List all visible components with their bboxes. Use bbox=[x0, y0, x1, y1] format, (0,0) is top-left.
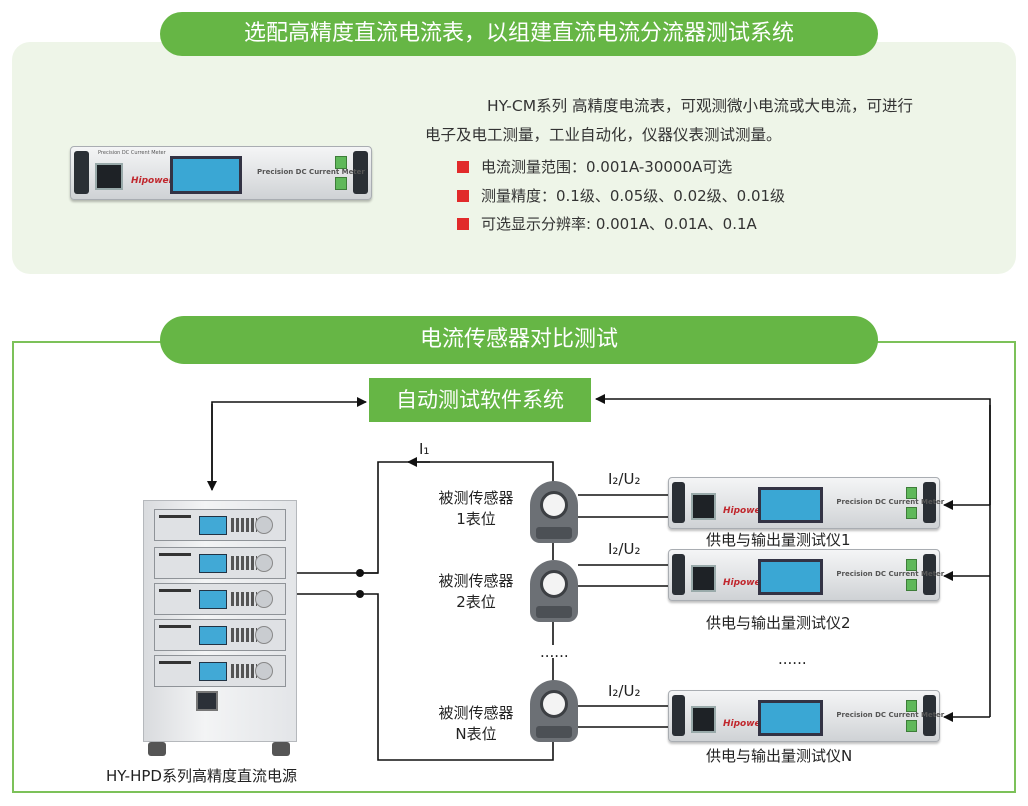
device-name: Precision DC Current Meter bbox=[257, 167, 365, 176]
caster-wheel bbox=[272, 742, 290, 756]
caster-wheel bbox=[148, 742, 166, 756]
meter-top-text: Precision DC Current Meter bbox=[98, 150, 166, 157]
junction-dot bbox=[356, 590, 364, 598]
meter-image-n: Hipower Precision DC Current Meter bbox=[668, 690, 944, 742]
software-system-box: 自动测试软件系统 bbox=[369, 378, 591, 422]
power-supply-label: HY-HPD系列高精度直流电源 bbox=[106, 767, 297, 785]
intro-line2: 电子及电工测量，工业自动化，仪器仪表测试测量。 bbox=[425, 126, 782, 144]
link-software-arrow bbox=[211, 397, 367, 482]
power-switch-icon bbox=[95, 162, 123, 190]
bullet-item: 可选显示分辨率: 0.001A、0.01A、0.1A bbox=[457, 213, 757, 235]
intro-text: HY-CM系列 高精度电流表，可观测微小电流或大电流，可进行 电子及电工测量，工… bbox=[425, 92, 965, 150]
bullet-square-icon bbox=[457, 161, 469, 173]
intro-line1: HY-CM系列 高精度电流表，可观测微小电流或大电流，可进行 bbox=[487, 97, 914, 115]
power-supply-rack-image bbox=[143, 500, 297, 742]
display-screen bbox=[170, 156, 242, 194]
meter-image-2: Hipower Precision DC Current Meter bbox=[668, 549, 944, 601]
section2-banner: 电流传感器对比测试 bbox=[160, 316, 878, 364]
brand-logo: Hipower bbox=[131, 175, 174, 186]
signal-label-n: I₂/U₂ bbox=[608, 682, 641, 700]
current-sensor-image bbox=[530, 481, 578, 543]
ellipsis-meters: ...... bbox=[778, 650, 807, 668]
current-sensor-image bbox=[530, 680, 578, 742]
meter-label-2: 供电与输出量测试仪2 bbox=[706, 614, 851, 632]
bullet-item: 电流测量范围：0.001A-30000A可选 bbox=[457, 156, 732, 178]
bullet-square-icon bbox=[457, 190, 469, 202]
current-meter-image: Precision DC Current Meter Hipower Preci… bbox=[70, 146, 372, 200]
meter-label-n: 供电与输出量测试仪N bbox=[706, 747, 853, 765]
ellipsis-sensors: ...... bbox=[540, 643, 569, 661]
junction-dot bbox=[356, 569, 364, 577]
current-sensor-image bbox=[530, 560, 578, 622]
meter-image-1: Hipower Precision DC Current Meter bbox=[668, 477, 944, 529]
bullet-square-icon bbox=[457, 218, 469, 230]
bullet-item: 测量精度：0.1级、0.05级、0.02级、0.01级 bbox=[457, 185, 785, 207]
meter-label-1: 供电与输出量测试仪1 bbox=[706, 531, 851, 549]
signal-label-2: I₂/U₂ bbox=[608, 540, 641, 558]
current-label: I₁ bbox=[419, 440, 430, 458]
signal-label-1: I₂/U₂ bbox=[608, 470, 641, 488]
section1-banner: 选配高精度直流电流表，以组建直流电流分流器测试系统 bbox=[160, 12, 878, 56]
